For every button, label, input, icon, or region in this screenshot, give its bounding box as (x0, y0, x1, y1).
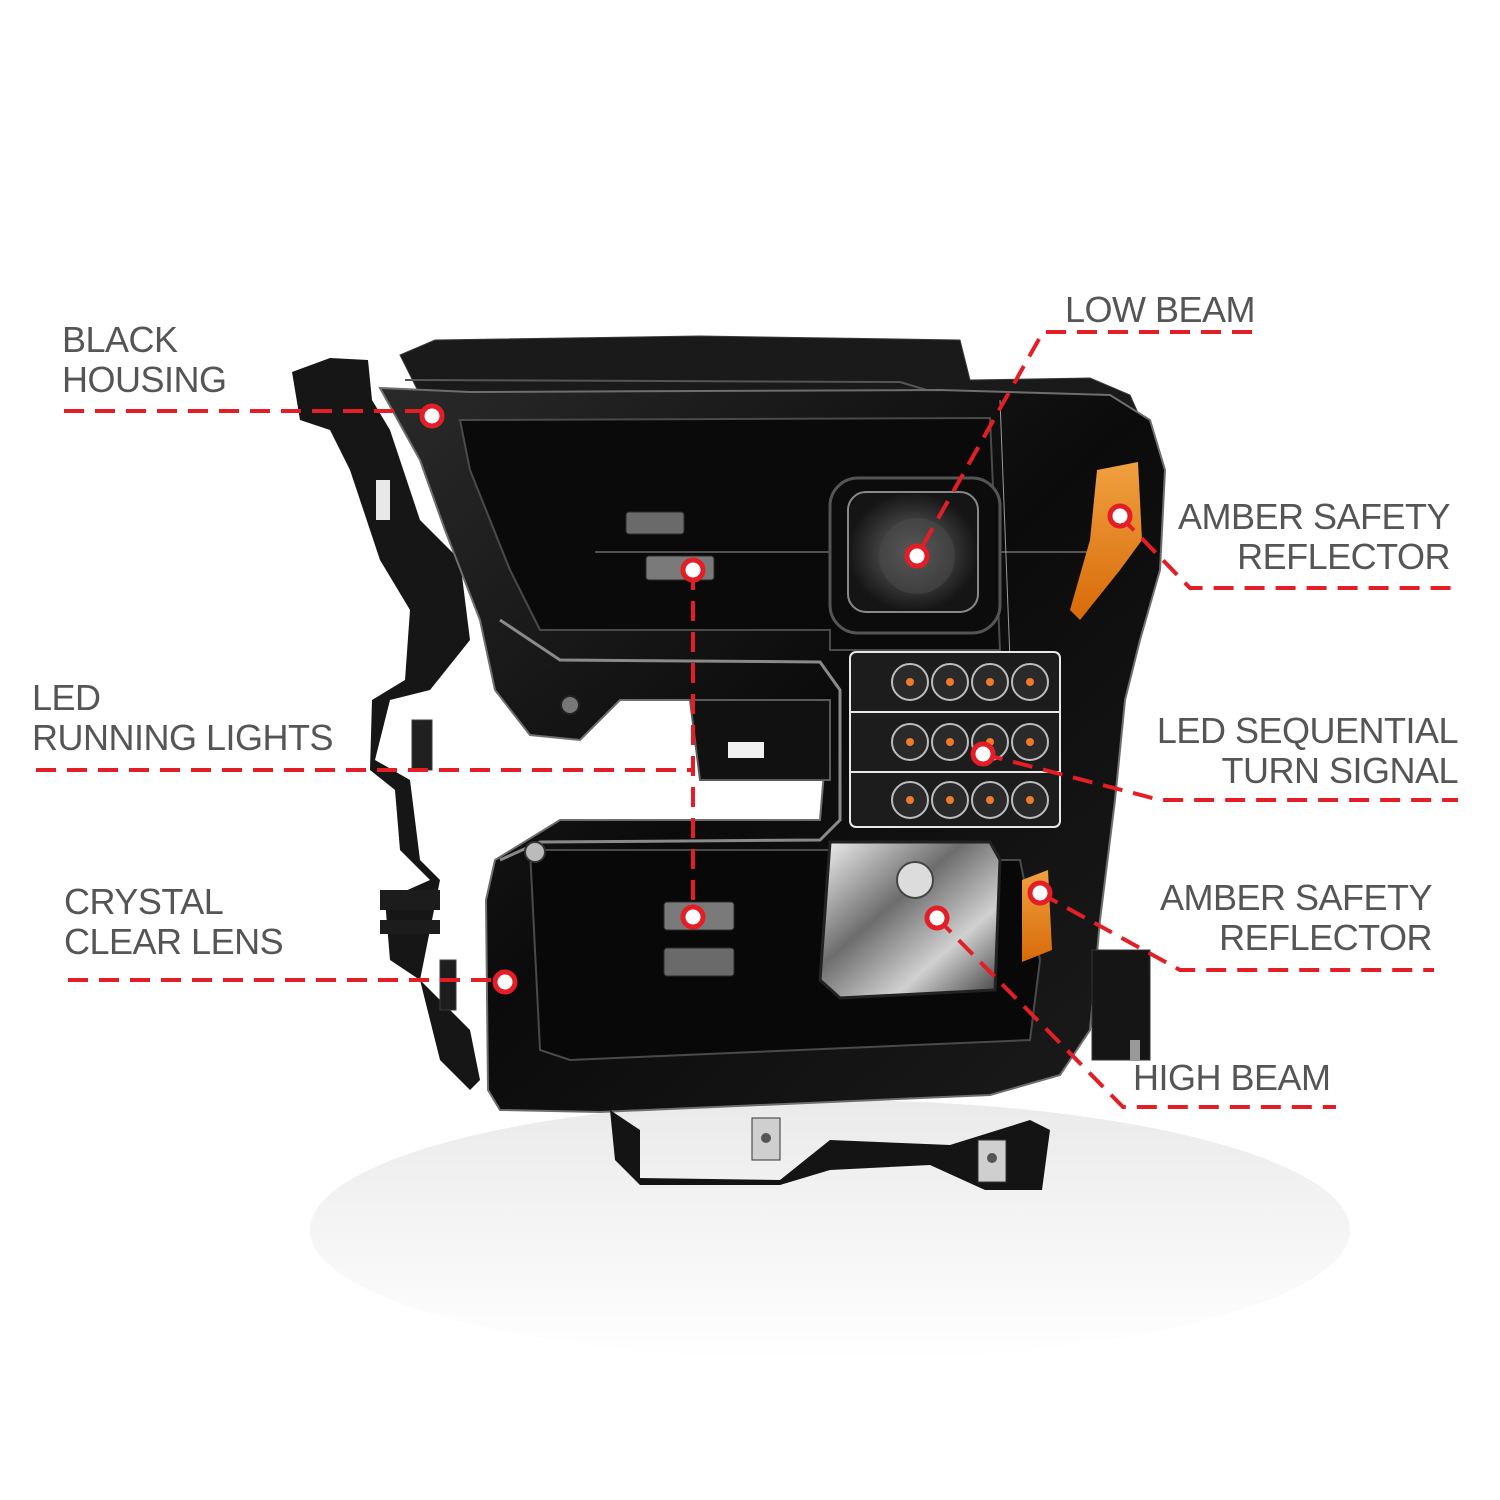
label-black-housing: BLACK HOUSING (62, 319, 227, 400)
dot-amber-reflector-lower (1027, 880, 1053, 906)
label-low-beam: LOW BEAM (1065, 289, 1256, 330)
dot-low-beam (904, 543, 930, 569)
dot-led-running-lower (680, 904, 706, 930)
dot-high-beam (924, 905, 950, 931)
label-led-sequential-turn-signal: LED SEQUENTIAL TURN SIGNAL (1156, 710, 1459, 791)
label-amber-safety-reflector-upper: AMBER SAFETY REFLECTOR (1177, 496, 1451, 577)
high-beam-reflector (818, 840, 1002, 1000)
label-amber-safety-reflector-lower: AMBER SAFETY REFLECTOR (1159, 877, 1433, 958)
floor-shadow (310, 1100, 1350, 1360)
label-crystal-clear-lens: CRYSTAL CLEAR LENS (64, 881, 284, 962)
dot-crystal-clear-lens (492, 969, 518, 995)
callout-lines (36, 330, 1458, 1109)
bottom-bracket (610, 949, 1151, 1190)
led-running-light-bars (625, 511, 735, 977)
label-led-running-lights: LED RUNNING LIGHTS (32, 677, 334, 758)
label-high-beam: HIGH BEAM (1133, 1057, 1331, 1098)
dot-black-housing (419, 403, 445, 429)
led-turn-signal-block (849, 651, 1061, 828)
dot-led-running-upper (680, 557, 706, 583)
projector-low-beam (828, 476, 1002, 635)
dot-turn-signal (970, 741, 996, 767)
dot-amber-reflector-upper (1107, 503, 1133, 529)
callout-dots (419, 403, 1133, 995)
back-housing-brackets (292, 358, 480, 1090)
